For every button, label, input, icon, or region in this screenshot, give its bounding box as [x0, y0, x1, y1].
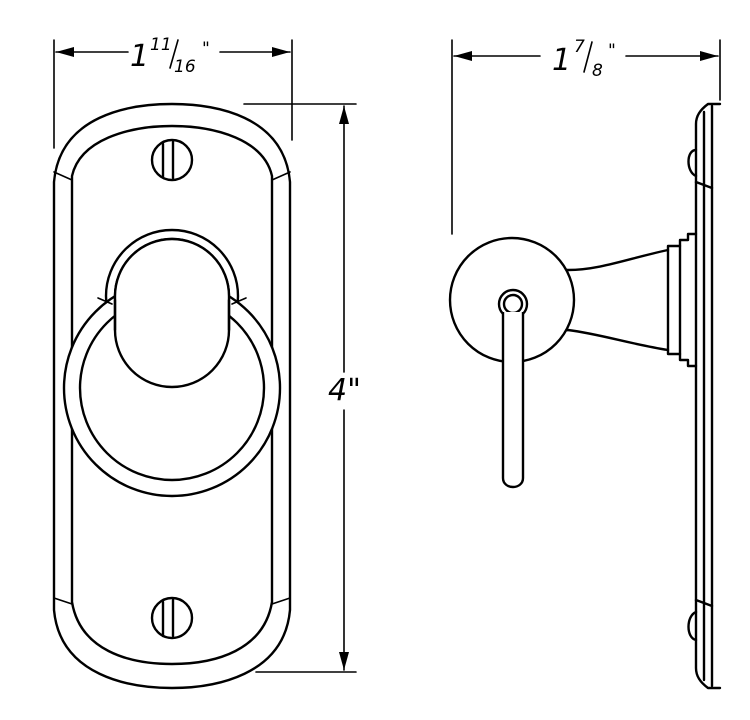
front-backplate-outer — [52, 102, 292, 690]
front-ring-pull — [62, 237, 282, 498]
corner-tick-br — [271, 597, 291, 605]
side-ring-bar — [501, 312, 525, 489]
front-view — [52, 102, 292, 690]
front-width-inch-mark: " — [202, 39, 210, 59]
front-backplate-inner — [70, 124, 274, 666]
arrowhead-right-side-icon — [700, 51, 718, 61]
front-width-denominator: 16 — [174, 57, 196, 77]
side-depth-dimension: 1 7 8 " — [451, 37, 721, 235]
height-label: 4" — [328, 373, 361, 408]
corner-tick-bl — [53, 597, 73, 605]
arrowhead-left-icon — [56, 47, 74, 57]
corner-tick-tl — [53, 171, 73, 181]
screw-top-icon — [150, 138, 194, 182]
arrowhead-down-icon — [339, 652, 349, 670]
side-screw-bottom — [687, 610, 698, 642]
front-width-dimension: 1 11 16 " — [53, 35, 293, 149]
side-backplate-outer — [694, 102, 722, 690]
arrowhead-right-icon — [272, 47, 290, 57]
height-dimension: 4" — [243, 103, 361, 673]
side-depth-denominator: 8 — [592, 61, 603, 81]
screw-bottom-icon — [150, 596, 194, 640]
corner-tick-tr — [271, 171, 291, 181]
side-depth-numerator: 7 — [574, 37, 585, 57]
side-rosette — [678, 232, 698, 368]
arrowhead-up-icon — [339, 106, 349, 124]
side-view — [448, 102, 722, 690]
side-screw-top — [687, 148, 698, 178]
side-depth-whole: 1 — [552, 43, 571, 78]
side-depth-inch-mark: " — [608, 41, 616, 61]
front-width-numerator: 11 — [150, 35, 172, 55]
front-width-whole: 1 — [130, 39, 149, 74]
arrowhead-left-side-icon — [454, 51, 472, 61]
